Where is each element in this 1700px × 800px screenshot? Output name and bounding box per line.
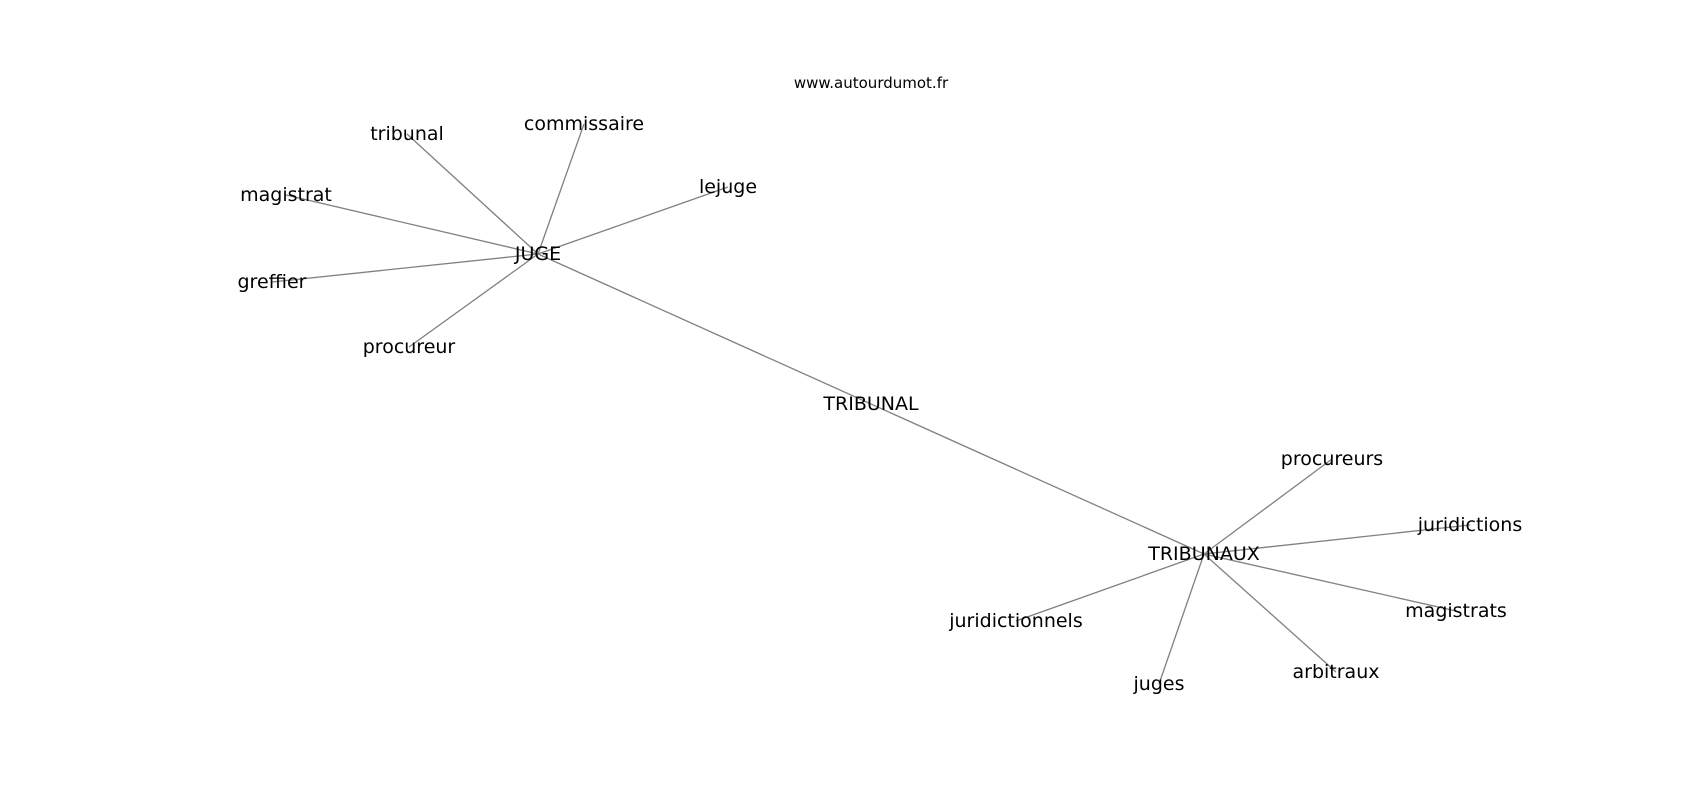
edge-tribunaux-arbitraux xyxy=(1203,553,1337,673)
node-juge[interactable]: JUGE xyxy=(514,243,561,265)
edge-tribunaux-procureurs xyxy=(1203,458,1333,555)
node-arbitraux[interactable]: arbitraux xyxy=(1293,661,1380,683)
edge-tribunaux-juges xyxy=(1158,553,1205,685)
edge-juge-commissaire xyxy=(537,123,585,255)
node-juridictions[interactable]: juridictions xyxy=(1417,514,1523,536)
edge-juge-procureur xyxy=(408,253,539,348)
edge-juge-tribunal xyxy=(406,133,539,255)
node-juges[interactable]: juges xyxy=(1133,673,1185,695)
graph-nodes: TRIBUNAL JUGE TRIBUNAUX tribunal commissaire… xyxy=(237,113,1522,695)
node-tribunaux[interactable]: TRIBUNAUX xyxy=(1147,543,1260,565)
graph-edges xyxy=(271,123,1471,685)
node-procureurs[interactable]: procureurs xyxy=(1281,448,1383,470)
node-tribunal-center[interactable]: TRIBUNAL xyxy=(822,393,919,415)
node-commissaire[interactable]: commissaire xyxy=(524,113,644,135)
edge-tribunaux-juridictionnels xyxy=(1015,553,1205,622)
node-magistrat[interactable]: magistrat xyxy=(240,184,332,206)
node-lejuge[interactable]: lejuge xyxy=(699,176,757,198)
edge-juge-tribunaux xyxy=(537,253,1205,555)
node-procureur[interactable]: procureur xyxy=(363,336,456,358)
edge-tribunaux-juridictions xyxy=(1203,524,1471,555)
edge-juge-magistrat xyxy=(285,194,539,255)
node-juridictionnels[interactable]: juridictionnels xyxy=(948,610,1083,632)
edge-juge-lejuge xyxy=(537,186,729,255)
node-tribunal[interactable]: tribunal xyxy=(370,123,444,145)
node-greffier[interactable]: greffier xyxy=(237,271,306,293)
edge-tribunaux-magistrats xyxy=(1203,553,1457,612)
site-label: www.autourdumot.fr xyxy=(794,74,949,92)
node-magistrats[interactable]: magistrats xyxy=(1405,600,1507,622)
edge-juge-greffier xyxy=(271,253,539,283)
